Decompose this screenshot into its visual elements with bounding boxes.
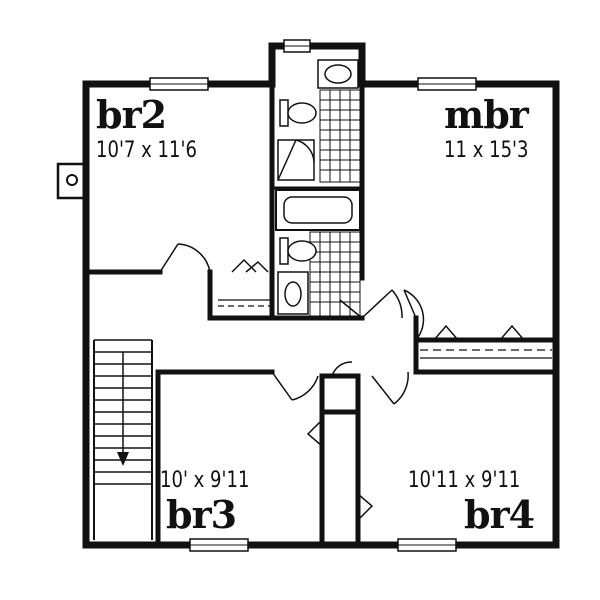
room-size-br3: 10' x 9'11 (160, 468, 250, 493)
chimney-icon (56, 162, 88, 200)
sink-icon (277, 59, 359, 315)
shower-icon (309, 89, 361, 317)
room-size-br4: 10'11 x 9'11 (408, 468, 521, 493)
bathtub-icon (272, 186, 362, 231)
room-label-br3: br3 (166, 492, 237, 537)
shower-icon (277, 139, 315, 181)
toilet-icon (279, 99, 317, 265)
room-size-br2: 10'7 x 11'6 (96, 138, 197, 163)
interior-walls (83, 81, 559, 548)
window-icon (149, 39, 477, 552)
room-label-br4: br4 (464, 492, 535, 537)
closet-icon (420, 324, 552, 359)
stair-arrow-icon (93, 339, 153, 540)
room-size-mbr: 11 x 15'3 (444, 138, 529, 163)
closet-icon (218, 258, 272, 307)
room-label-mbr: mbr (444, 92, 529, 137)
door-swing-icon (159, 243, 425, 521)
room-label-br2: br2 (96, 92, 167, 137)
